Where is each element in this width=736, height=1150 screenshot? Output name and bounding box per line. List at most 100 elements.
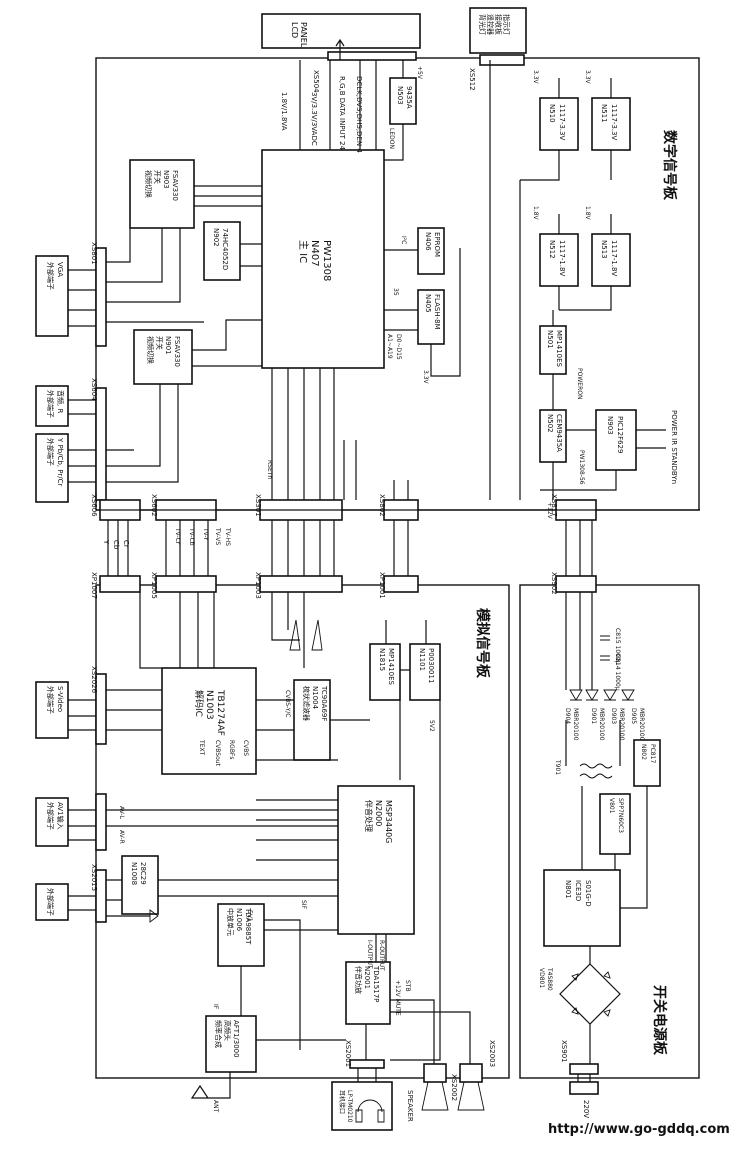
plus5v-label: +5V bbox=[416, 66, 423, 80]
n503-lines bbox=[384, 60, 404, 161]
n501-label-1: N501 bbox=[546, 330, 554, 349]
switch-to-main-lines bbox=[192, 185, 262, 367]
headphone-icon bbox=[355, 1099, 385, 1123]
source-url[interactable]: http://www.go-gddq.com bbox=[548, 1122, 730, 1137]
ac-input-block bbox=[569, 1081, 599, 1095]
power-board-outline bbox=[519, 584, 700, 1079]
xs901-connector bbox=[569, 1063, 599, 1075]
d903-label-1: D903 bbox=[610, 708, 617, 724]
main-ic-label-2: N407 bbox=[309, 240, 320, 267]
n901-label-2: 开关 bbox=[155, 336, 164, 350]
cvbsout-label: CVBSout bbox=[214, 740, 221, 767]
xs902-label: XS902 bbox=[550, 572, 558, 595]
n902-block bbox=[203, 221, 241, 281]
i2c-label: I²C bbox=[400, 236, 407, 244]
d905-label-2: MBR20100 bbox=[638, 708, 645, 741]
headphone-label-2: LP-TM0210 bbox=[346, 1090, 353, 1123]
xs902-connector bbox=[555, 575, 597, 593]
poweron-label: POWERON bbox=[576, 368, 583, 399]
n1101-label-1: N1101 bbox=[418, 648, 426, 671]
n801-label-3: S01G-D bbox=[584, 880, 592, 907]
n1101-block bbox=[409, 643, 441, 701]
d901-label-1: D901 bbox=[590, 708, 597, 724]
tv-cb-label: TV-Cb bbox=[188, 527, 195, 546]
bridge-diode-icons bbox=[571, 971, 611, 1017]
v801-label-1: V801 bbox=[608, 798, 615, 814]
sv2-label: 5V2 bbox=[428, 720, 435, 732]
keypad-label-3: 接收板 bbox=[494, 14, 503, 35]
lcd-arrow bbox=[335, 38, 345, 60]
audio-label-1: 外部端子 bbox=[46, 390, 55, 418]
speaker-left-block bbox=[423, 1063, 447, 1083]
vga-label-1: 外部端子 bbox=[46, 262, 55, 290]
digital-board-title: 数字信号板 bbox=[661, 130, 678, 201]
xs602-label: XS602 bbox=[150, 494, 158, 517]
analog-board-title: 模拟信号板 bbox=[474, 608, 491, 679]
ypbpr-label-2: Y Pb/Cb, Pr/Cr bbox=[56, 437, 64, 487]
xs2015-label: XS2015 bbox=[90, 864, 98, 891]
vd801-label-1: VD801 bbox=[538, 968, 545, 988]
n513-label-1: N513 bbox=[600, 240, 608, 259]
stb-label: STB bbox=[404, 980, 411, 992]
tv-y-label: TV-Y bbox=[202, 527, 209, 541]
xp1005-label: XP1005 bbox=[150, 572, 158, 599]
connector-row-2 bbox=[99, 575, 597, 593]
n503-label-1: N503 bbox=[396, 86, 404, 105]
cvbs-y-c-label: CVBS-Y/C bbox=[284, 690, 291, 717]
keypad-board-block bbox=[469, 7, 527, 54]
xs802-label: XS802 bbox=[378, 494, 386, 517]
n1003-label-3: TB1274AF bbox=[215, 689, 225, 736]
v18b-label: 1.8V bbox=[532, 206, 539, 221]
ledon-label: LEDON bbox=[388, 128, 395, 149]
v18-label: 1.8V/1.8VA bbox=[280, 92, 288, 131]
xs801-label: XS801 bbox=[90, 242, 98, 265]
keypad-label-4: 指示灯 bbox=[502, 14, 511, 35]
n1006-label-3: TDA9885T bbox=[244, 907, 252, 945]
n1815-label-1: N1815 bbox=[378, 648, 386, 671]
v12mute-label: +12V MUTE bbox=[394, 980, 401, 1016]
t901-label: T901 bbox=[554, 759, 561, 775]
n1004-label-1: 梳状滤波器 bbox=[302, 686, 311, 721]
n2000-block bbox=[337, 785, 415, 935]
xs2002-label: XS2002 bbox=[450, 1074, 458, 1101]
xs606-label: XS606 bbox=[90, 494, 98, 517]
tv-vs-label: TV-VS bbox=[214, 527, 221, 545]
xs604-label: XS604 bbox=[90, 378, 98, 401]
xs2001-label: XS2001 bbox=[344, 1040, 352, 1067]
xs2026-connector bbox=[95, 673, 107, 745]
ypbpr-lines bbox=[68, 384, 179, 483]
n902-label-1: N902 bbox=[212, 228, 220, 247]
n1008-label-2: 28C29 bbox=[139, 862, 147, 885]
plus12v-label: +12V bbox=[546, 502, 553, 520]
n1003-block bbox=[161, 667, 257, 775]
svideo-label-2: S-Video bbox=[56, 686, 64, 712]
pw1308-label: PW1308-56 bbox=[578, 450, 585, 485]
av1-label-2: AV1输入 bbox=[56, 802, 65, 830]
speaker-lines bbox=[390, 999, 471, 1064]
n511-block bbox=[591, 97, 631, 151]
v33-label: 3V/3.3V/3VADC bbox=[310, 92, 318, 146]
n501-block bbox=[539, 325, 567, 375]
n1004-label-3: TC90A69F bbox=[320, 685, 328, 721]
n2000-label-2: N2000 bbox=[374, 800, 383, 826]
svideo-terminal-block bbox=[35, 681, 69, 739]
connector-row-1 bbox=[99, 499, 597, 521]
regulator-lines bbox=[520, 78, 612, 311]
r-out-label: R-OUTPUT bbox=[378, 940, 385, 971]
n2001-label-2: N2001 bbox=[363, 966, 371, 989]
d905-label-1: D905 bbox=[630, 708, 637, 724]
n903b-label-1: N903 bbox=[606, 416, 614, 435]
xp1005-connector bbox=[155, 575, 217, 593]
vga-lines bbox=[68, 228, 204, 327]
sv1-label: 5V1 bbox=[246, 910, 253, 922]
cb-label: Cb bbox=[112, 540, 120, 550]
n510-label-1: N510 bbox=[548, 104, 556, 123]
n511-label-1: N511 bbox=[600, 104, 608, 123]
svideo-label-1: 外部端子 bbox=[46, 686, 55, 714]
vga-terminal-block bbox=[35, 255, 69, 337]
xp1007-connector bbox=[99, 575, 141, 593]
n1008-label-1: N1008 bbox=[130, 862, 138, 885]
v33c-label: 3.3V bbox=[532, 70, 539, 85]
